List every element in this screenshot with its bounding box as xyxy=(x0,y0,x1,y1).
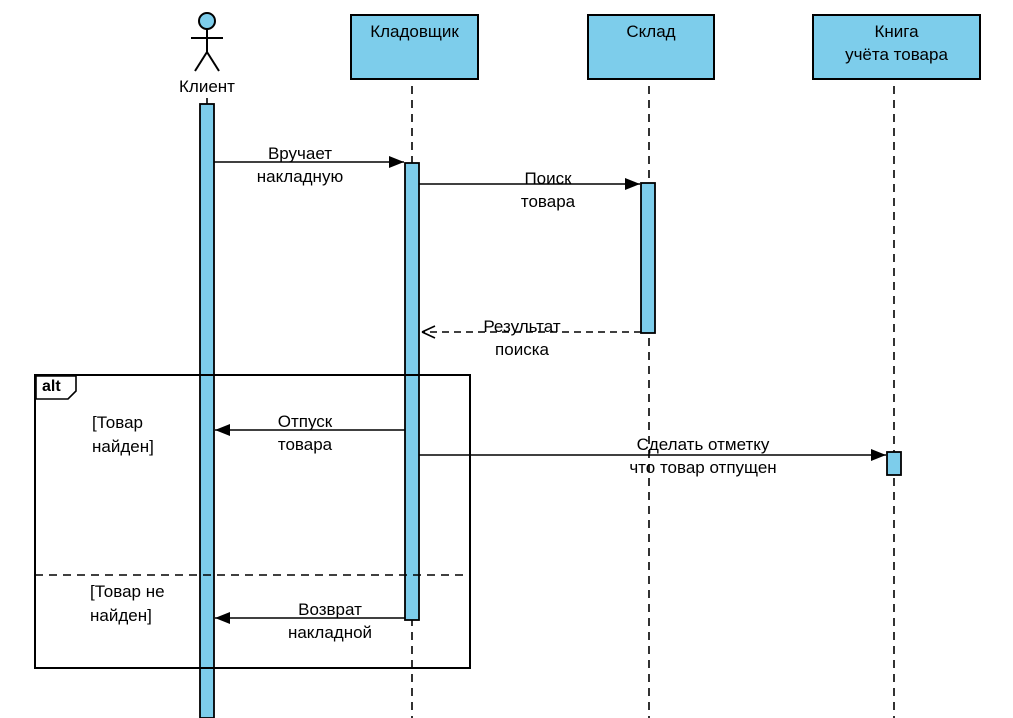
message-label-line: что товар отпущен xyxy=(629,458,777,477)
lifeline-box-storekeeper: Кладовщик xyxy=(350,14,479,80)
message-label-line: накладную xyxy=(256,167,344,186)
actor-head xyxy=(198,12,216,30)
message-label-hand-invoice: Вручает накладную xyxy=(257,142,343,188)
lifeline-box-book: Книга учёта товара xyxy=(812,14,981,80)
actor-leg-left xyxy=(194,51,208,72)
guard-label-line: найден] xyxy=(92,437,154,456)
message-label-line: Возврат xyxy=(298,600,362,619)
activation-bar-book xyxy=(886,451,902,476)
message-label-release-goods: Отпуск товара xyxy=(278,410,332,456)
alt-operator-tab xyxy=(35,375,77,400)
lifeline-box-warehouse: Склад xyxy=(587,14,715,80)
activation-bar-storekeeper xyxy=(404,162,420,621)
message-label-line: Отпуск xyxy=(277,412,333,431)
message-label-line: Поиск xyxy=(524,169,572,188)
lifeline-box-warehouse-label: Склад xyxy=(626,22,676,41)
message-label-line: поиска xyxy=(495,340,549,359)
guard-label-line: найден] xyxy=(90,606,152,625)
alt-frame xyxy=(34,374,471,669)
guard-goods-found: [Товар найден] xyxy=(92,411,154,459)
message-label-line: товара xyxy=(520,192,576,211)
actor-label-client: Клиент xyxy=(179,77,235,96)
guard-label-line: [Товар xyxy=(92,413,143,432)
actor-leg-right xyxy=(206,51,220,72)
message-label-search-goods: Поиск товара xyxy=(521,167,575,213)
activation-bar-client xyxy=(199,103,215,718)
message-label-make-note: Сделать отметку что товар отпущен xyxy=(629,433,776,479)
lifeline-box-book-label: Книга учёта товара xyxy=(845,20,948,66)
guard-goods-not-found: [Товар не найден] xyxy=(90,580,165,628)
alt-operator-label: alt xyxy=(42,378,61,395)
guard-label-line: [Товар не xyxy=(90,582,165,601)
message-label-line: Результат xyxy=(483,317,561,336)
message-label-search-result: Результат поиска xyxy=(483,315,560,361)
message-label-line: Вручает xyxy=(267,144,333,163)
lifeline-box-book-label-line2: учёта товара xyxy=(845,45,948,64)
lifeline-box-storekeeper-label: Кладовщик xyxy=(370,22,459,41)
lifeline-box-book-label-line1: Книга xyxy=(874,22,919,41)
message-label-return-invoice: Возврат накладной xyxy=(288,598,372,644)
message-label-line: Сделать отметку xyxy=(636,435,770,454)
activation-bar-warehouse xyxy=(640,182,656,334)
message-label-line: накладной xyxy=(287,623,373,642)
actor-icon xyxy=(191,12,223,72)
message-label-line: товара xyxy=(277,435,333,454)
